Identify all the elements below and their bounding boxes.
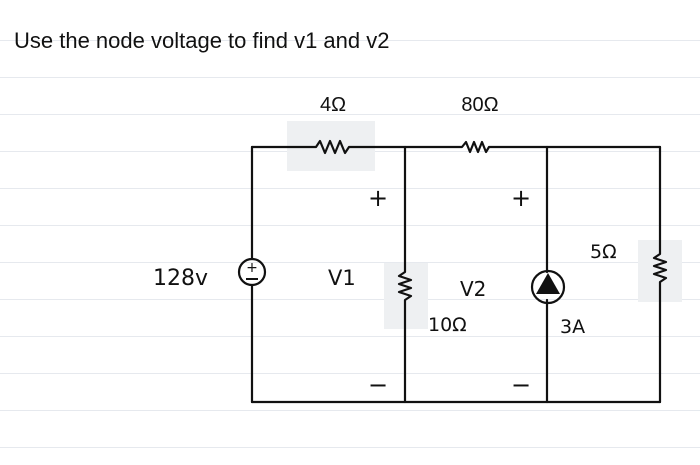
v2-minus-sign: − [511,371,531,399]
resistor-80ohm-label: 80Ω [461,94,498,116]
current-source-arrow-icon [536,273,560,294]
source-plus-sign: + [246,260,258,276]
resistor-10ohm-label: 10Ω [428,314,467,336]
node-v2-label: V2 [460,277,486,301]
resistor-5ohm-label: 5Ω [590,241,617,263]
current-source-label: 3A [560,316,585,338]
v1-plus-sign: + [368,184,388,212]
node-v1-label: V1 [328,266,356,290]
right-branch-wire [652,145,668,404]
v2-plus-sign: + [511,184,531,212]
resistor-4ohm-label: 4Ω [320,94,346,116]
source-voltage-label: 128v [153,266,208,291]
voltage-source [237,257,267,287]
question-text: Use the node voltage to find v1 and v2 [14,28,390,53]
v1-branch-wire [397,145,413,404]
v1-minus-sign: − [368,371,388,399]
current-source [530,269,566,305]
